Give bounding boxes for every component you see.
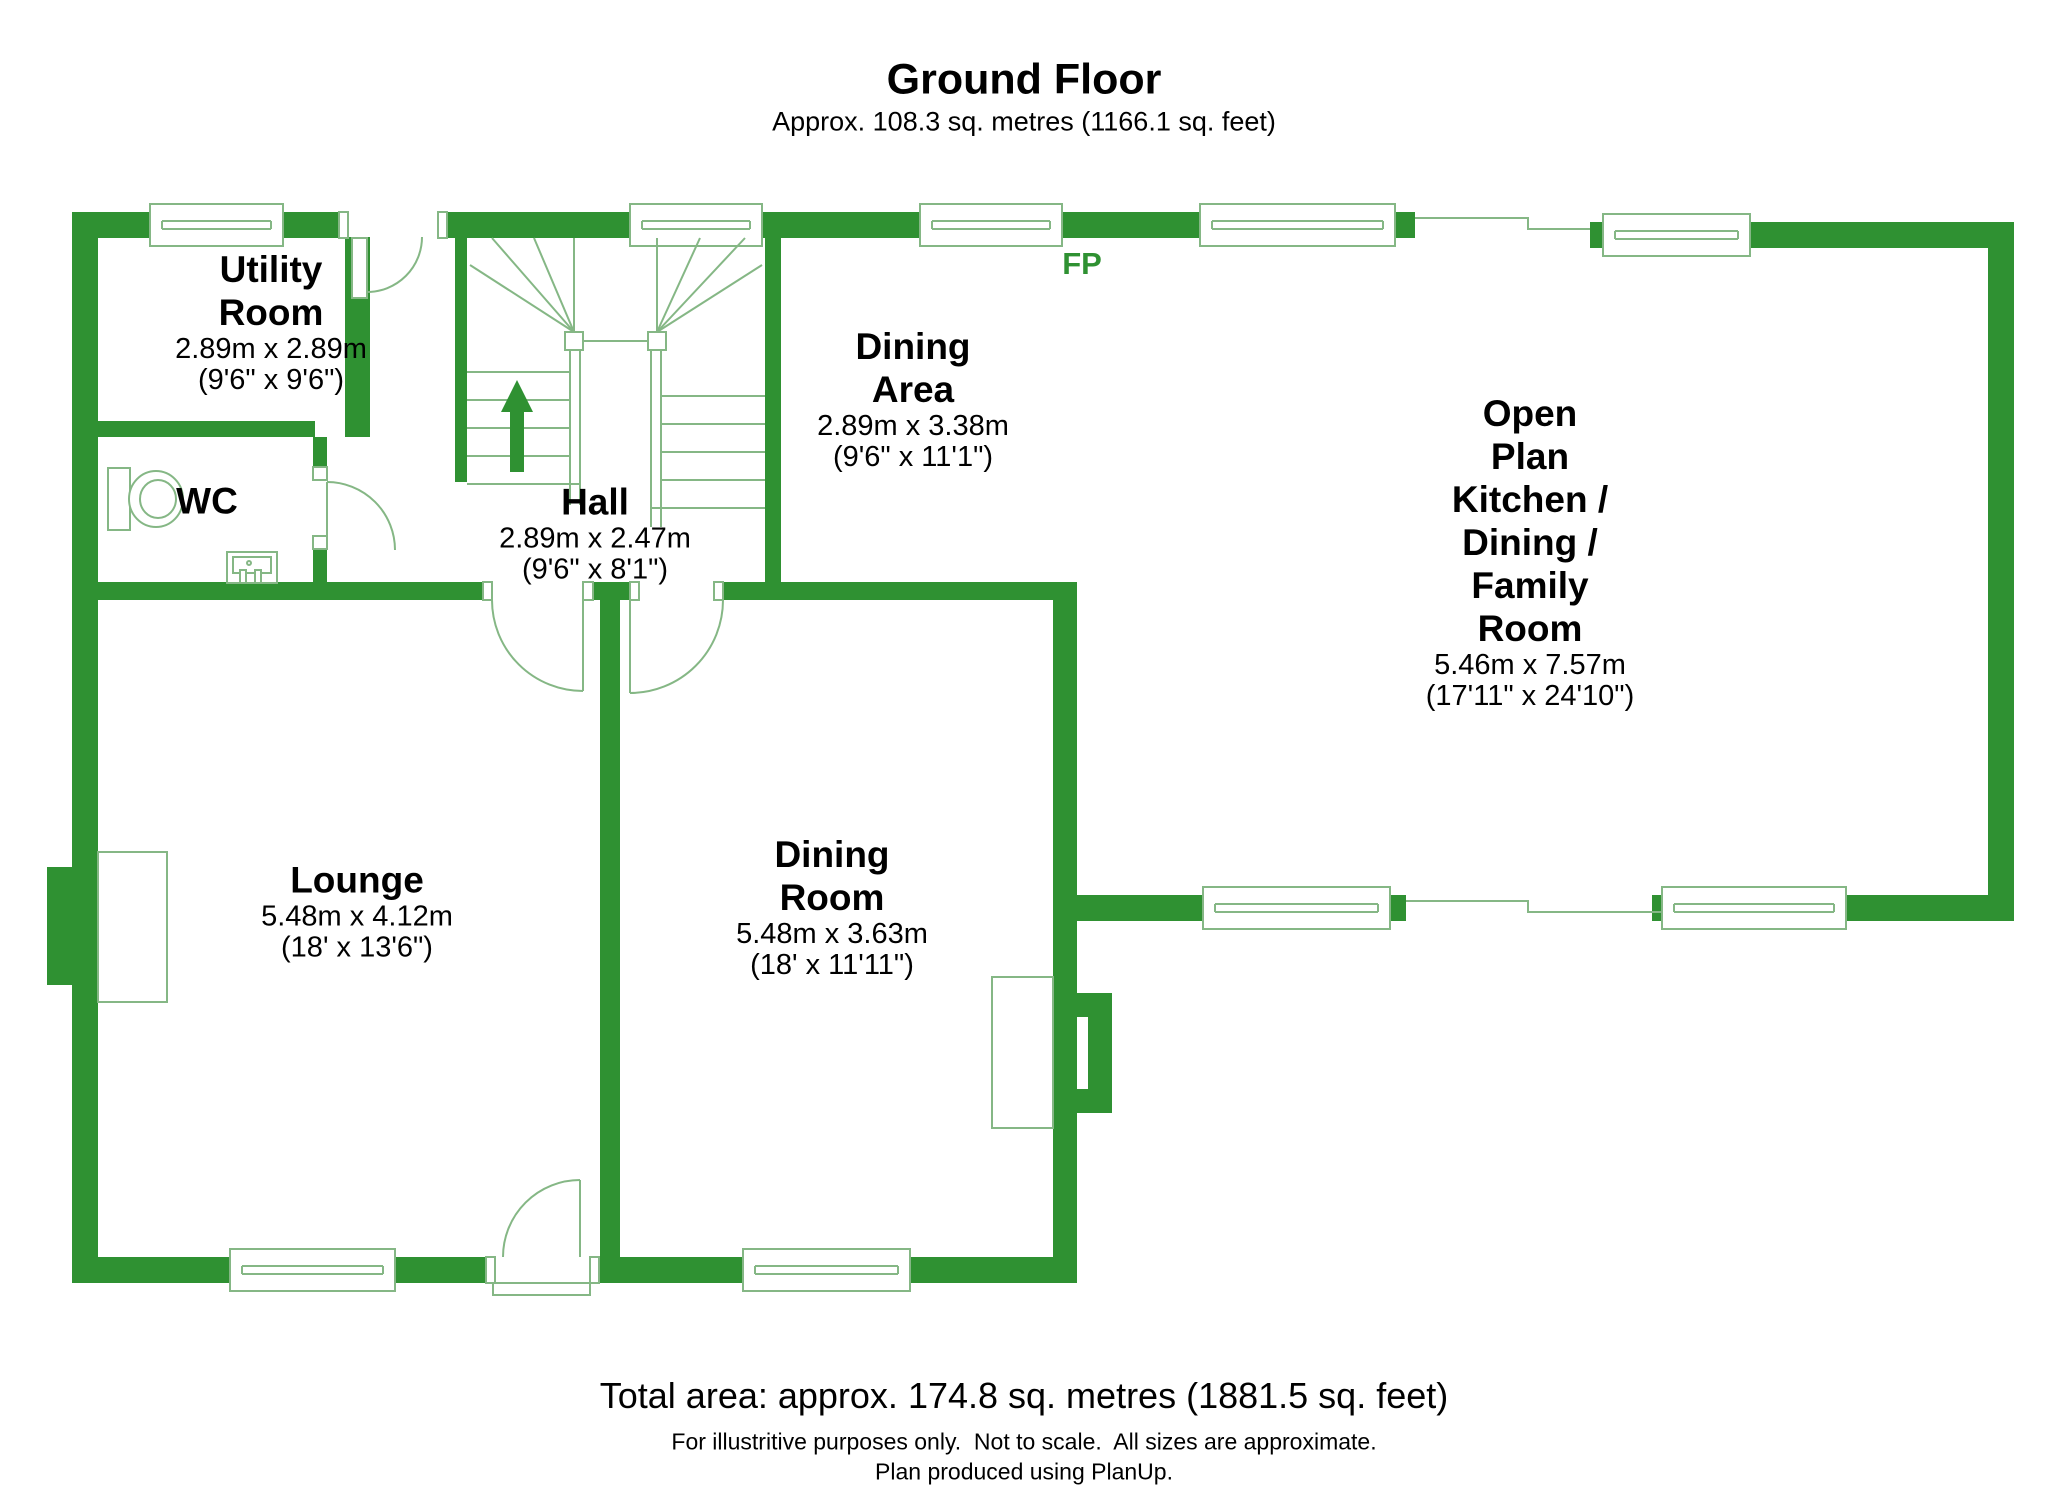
produced-with-text: Plan produced using PlanUp. (875, 1458, 1173, 1485)
room-name-line: Lounge (290, 859, 424, 901)
window-icon (229, 1248, 396, 1292)
toilet-icon (107, 467, 184, 531)
staircase (467, 237, 765, 527)
room-name-line: Dining / (1462, 522, 1598, 563)
room-name-line: Plan (1490, 436, 1570, 477)
room-label-open-plan: Open Plan Kitchen / Dining / Family Room… (1426, 392, 1634, 712)
room-name-line: Kitchen / (1451, 479, 1609, 520)
room-name-line: Dining (855, 326, 971, 367)
fireplace-label: FP (1062, 246, 1102, 281)
window-icon (1199, 203, 1396, 247)
room-name-line: Area (871, 369, 955, 410)
stairs-up-arrow-icon (501, 380, 533, 472)
room-label-wc: WC (176, 480, 238, 523)
room-name-line: Utility (219, 249, 323, 290)
window-icon (742, 1248, 911, 1292)
exterior-walls (72, 212, 2014, 1283)
window-icon (1202, 886, 1391, 930)
room-dims-metric: 5.48m x 3.63m (736, 918, 928, 950)
room-label-utility: Utility Room 2.89m x 2.89m (9'6" x 9'6") (175, 248, 367, 396)
room-dims-imperial: (9'6" x 11'1") (832, 441, 994, 473)
room-name-line: Room (218, 292, 324, 333)
room-dims-metric: 2.89m x 2.89m (175, 333, 367, 365)
lounge-door-icon (482, 581, 594, 692)
wall-step-lines (1406, 217, 1662, 913)
room-label-dining-room: Dining Room 5.48m x 3.63m (18' x 11'11") (736, 833, 928, 981)
dining-hearth (991, 976, 1054, 1129)
windows (149, 203, 1847, 1292)
room-name-line: Hall (561, 481, 629, 523)
room-name-line: WC (176, 480, 238, 522)
wc-door-icon (312, 466, 396, 551)
room-label-dining-area: Dining Area 2.89m x 3.38m (9'6" x 11'1") (817, 325, 1009, 473)
wc-fixtures (107, 467, 278, 584)
room-name-line: Family (1471, 565, 1589, 606)
room-label-lounge: Lounge 5.48m x 4.12m (18' x 13'6") (261, 859, 453, 964)
window-icon (919, 203, 1063, 247)
room-name-line: Room (1477, 608, 1583, 649)
chimney-breasts (47, 851, 1112, 1129)
room-dims-imperial: (18' x 13'6") (281, 931, 433, 964)
room-label-hall: Hall 2.89m x 2.47m (9'6" x 8'1") (499, 481, 691, 586)
room-dims-metric: 2.89m x 3.38m (817, 410, 1009, 442)
room-dims-imperial: (9'6" x 9'6") (197, 364, 345, 396)
page-subtitle: Approx. 108.3 sq. metres (1166.1 sq. fee… (772, 106, 1276, 137)
window-icon (1661, 886, 1847, 930)
room-name-line: Dining (774, 834, 890, 875)
room-name-line: Open (1482, 393, 1578, 434)
rear-door-icon (485, 1179, 600, 1296)
disclaimer-text: For illustritive purposes only. Not to s… (671, 1428, 1377, 1455)
room-dims-imperial: (9'6" x 8'1") (521, 553, 669, 586)
dining-door-icon (629, 581, 724, 694)
room-dims-imperial: (18' x 11'11") (750, 949, 914, 981)
room-dims-metric: 2.89m x 2.47m (499, 522, 691, 555)
room-dims-imperial: (17'11" x 24'10") (1425, 680, 1635, 712)
window-icon (1602, 213, 1751, 257)
front-door-icon (338, 211, 448, 299)
window-icon (149, 203, 284, 247)
room-dims-metric: 5.46m x 7.57m (1434, 649, 1626, 681)
room-name-line: Room (779, 877, 885, 918)
page-title: Ground Floor (886, 55, 1162, 104)
doors (312, 211, 724, 1296)
lounge-hearth (97, 851, 168, 1003)
total-area-text: Total area: approx. 174.8 sq. metres (18… (599, 1375, 1449, 1416)
sink-icon (226, 551, 278, 584)
room-dims-metric: 5.48m x 4.12m (261, 900, 453, 933)
